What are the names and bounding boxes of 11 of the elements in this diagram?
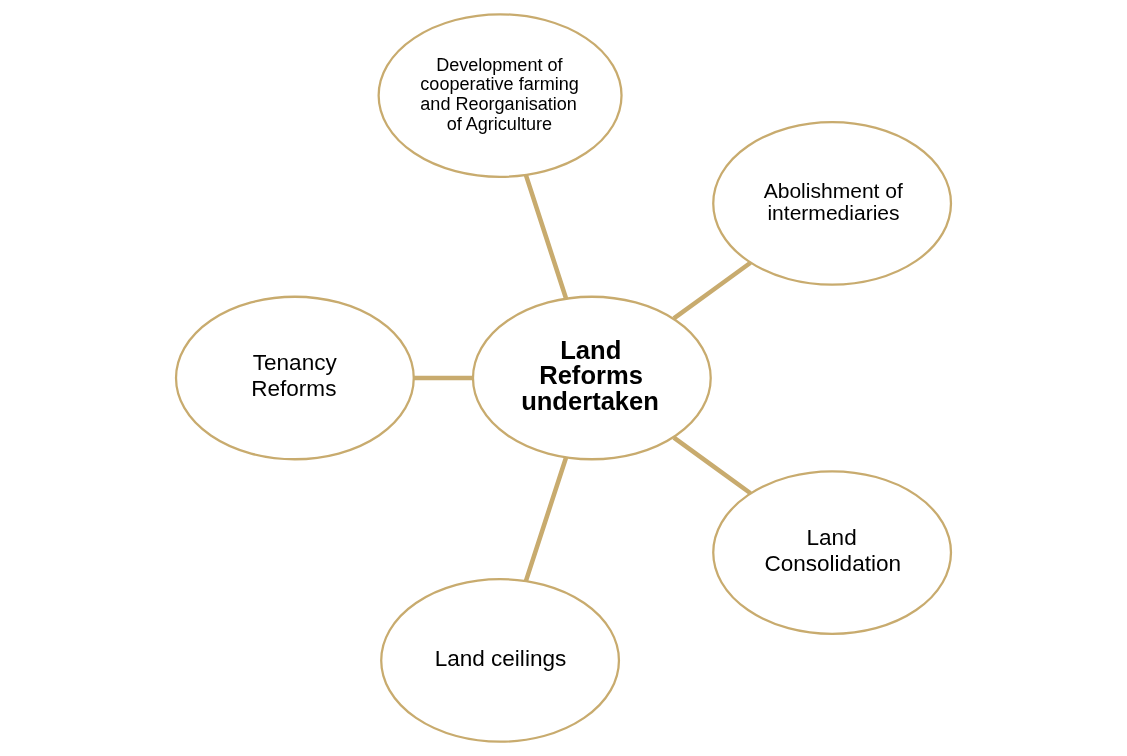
node-ellipse: Land Consolidation <box>712 470 953 635</box>
node-ellipse: Development of cooperative farming and Reorganisation of Agriculture <box>377 13 623 178</box>
connector <box>523 174 569 300</box>
connector <box>672 435 752 496</box>
node-ellipse: Tenancy Reforms <box>174 295 415 461</box>
connector <box>523 456 569 582</box>
connector <box>672 260 752 321</box>
connector <box>414 375 473 381</box>
node-ellipse: Land ceilings <box>380 578 621 743</box>
node-ellipse: Land Reforms undertaken <box>471 295 712 461</box>
node-ellipse: Abolishment of intermediaries <box>712 121 953 286</box>
